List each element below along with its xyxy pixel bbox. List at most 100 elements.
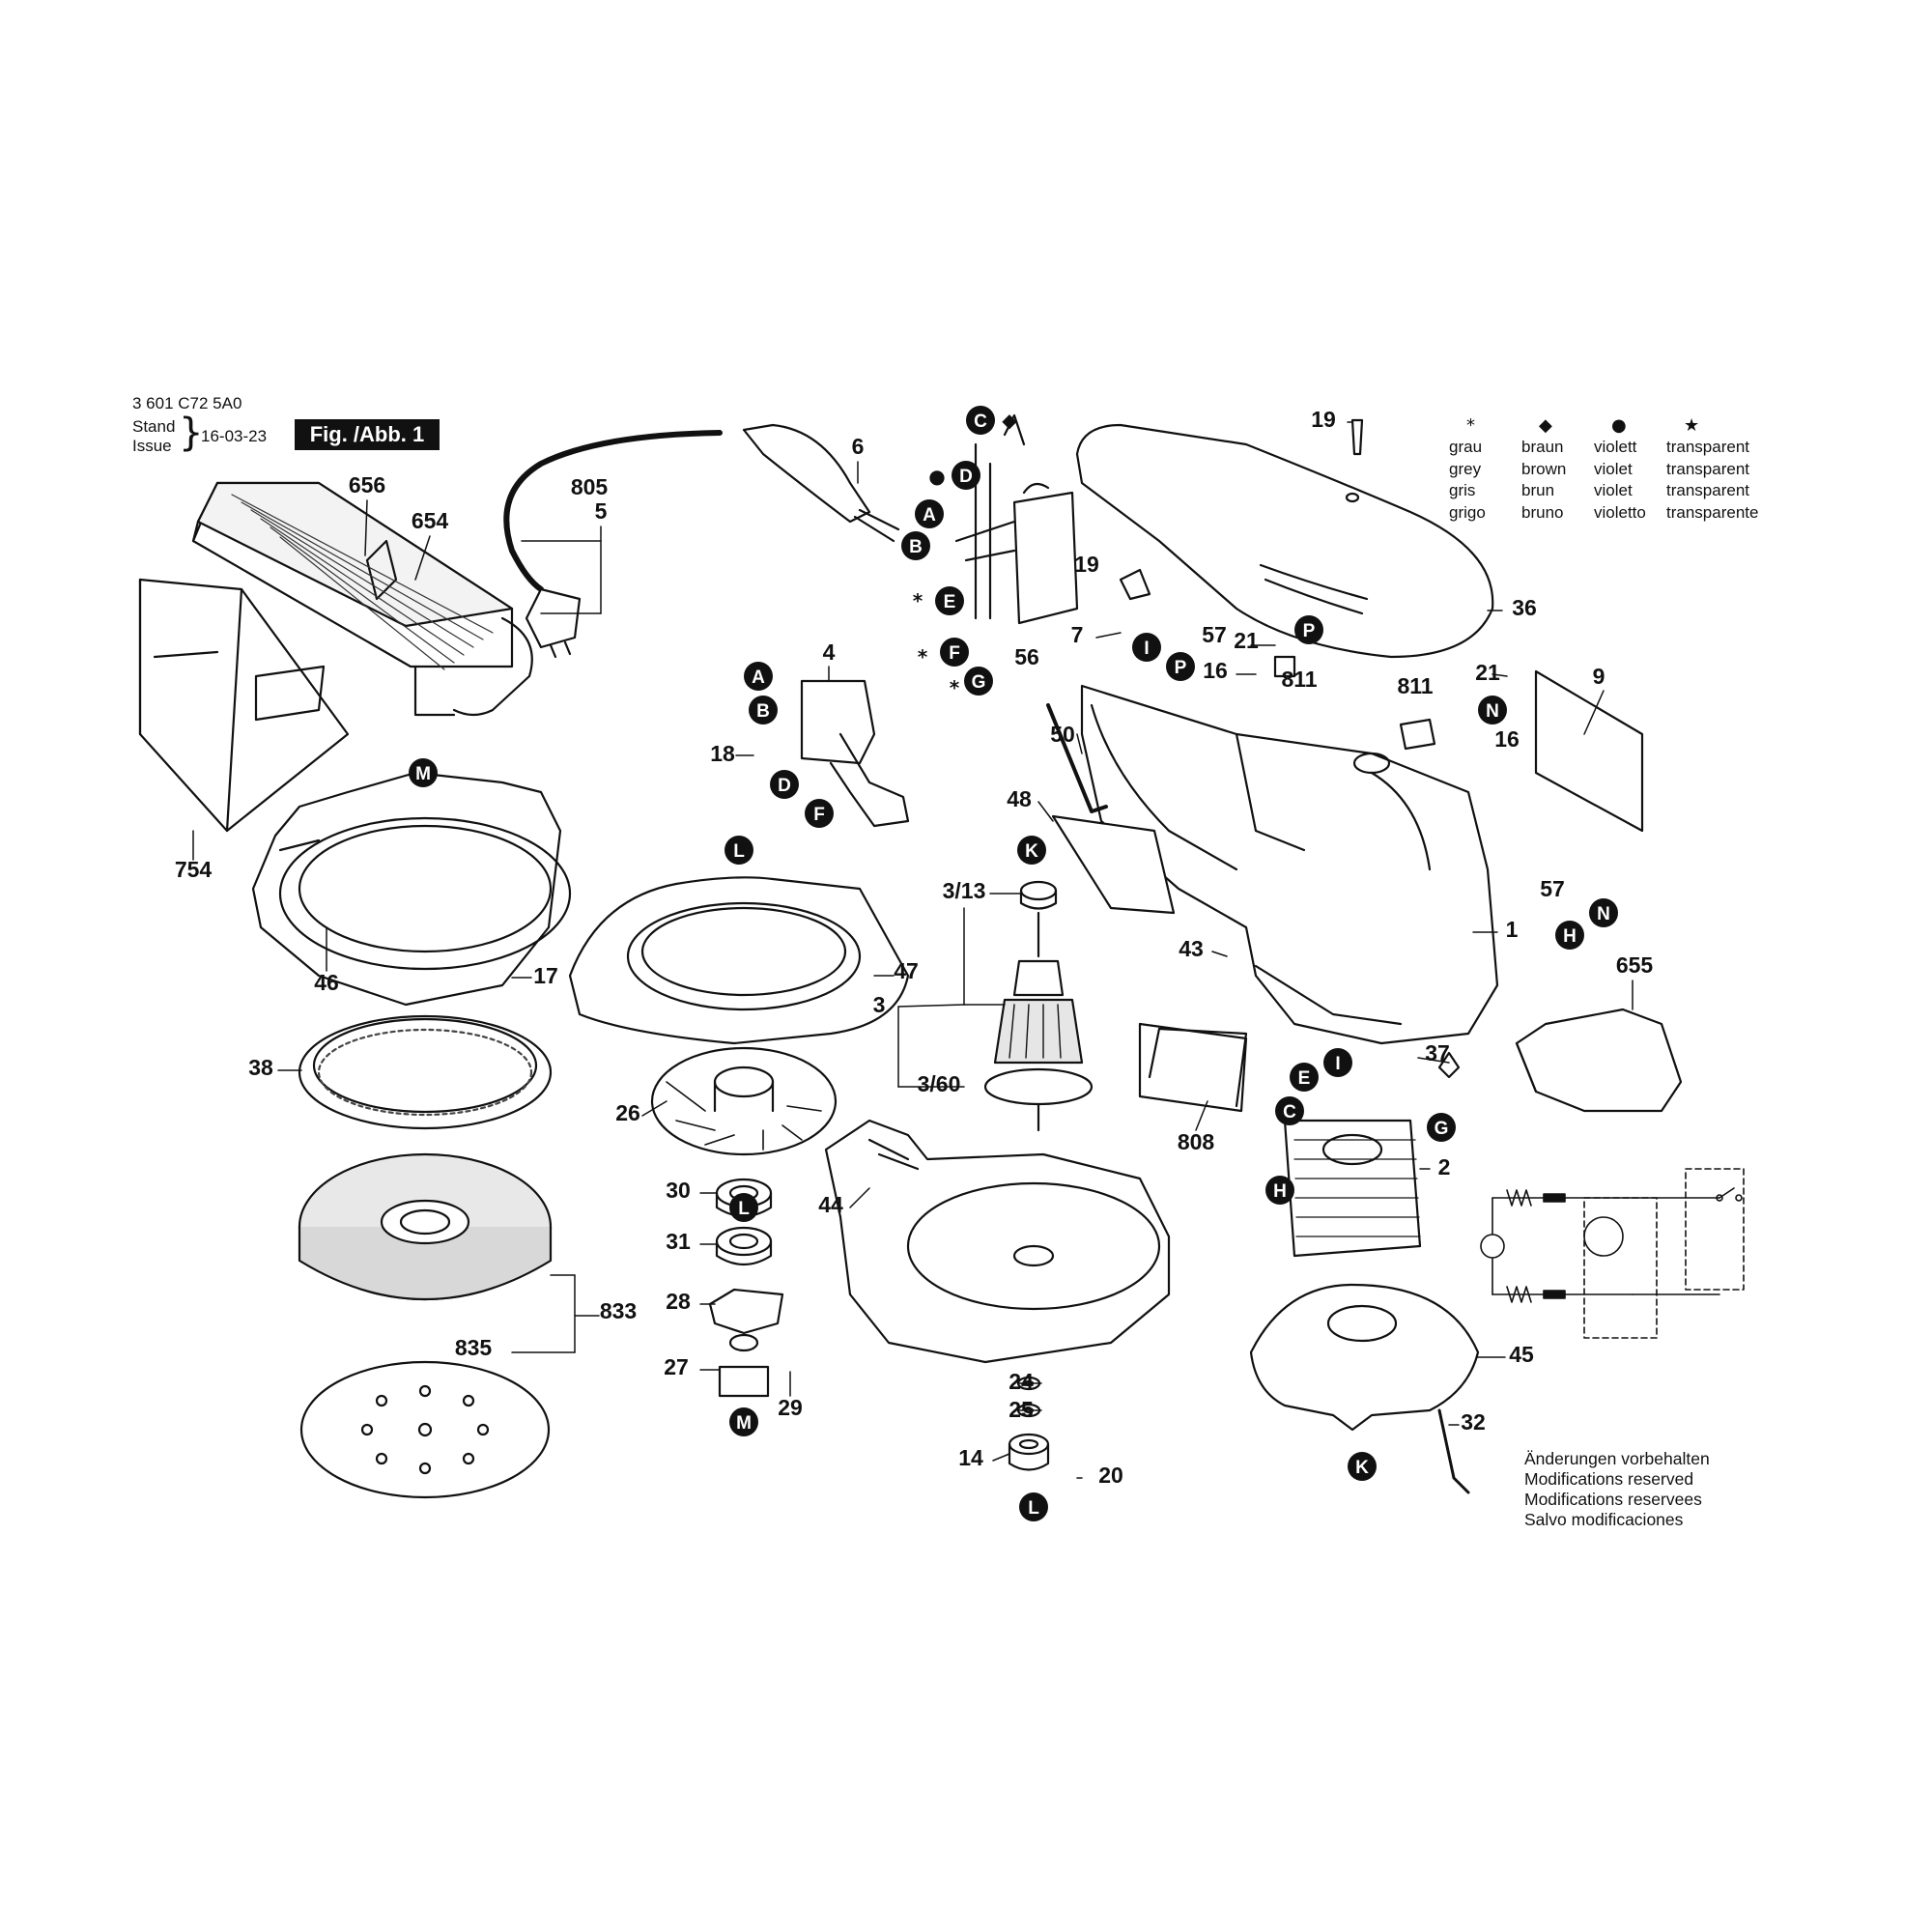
part-number-655: 655 — [1616, 952, 1654, 978]
stand-label: Stand — [132, 417, 176, 436]
connector-callout-d: D — [770, 770, 799, 799]
part-number-18: 18 — [710, 741, 735, 766]
part-number-835: 835 — [455, 1335, 493, 1360]
connector-callout-c: C — [966, 406, 995, 435]
fan-guard-drawing — [568, 876, 910, 1045]
connector-callout-m: M — [729, 1407, 758, 1436]
fan-drawing — [650, 1046, 838, 1156]
connector-callout-b: B — [901, 531, 930, 560]
part-number-6: 6 — [852, 434, 865, 459]
svg-text:F: F — [813, 805, 825, 825]
part-number-24: 24 — [1009, 1369, 1034, 1394]
base-drawing — [824, 1119, 1171, 1364]
svg-text:B: B — [909, 537, 923, 557]
field-coil-drawing — [1283, 1119, 1422, 1258]
legend-symbol-brown: ◆ — [1539, 415, 1552, 436]
part-number-19: 19 — [1074, 552, 1099, 577]
leader-line — [641, 1100, 668, 1117]
part-number-50: 50 — [1050, 722, 1075, 747]
connector-callout-l: L — [1019, 1492, 1048, 1521]
note-line: Modifications reserved — [1524, 1469, 1694, 1489]
svg-text:L: L — [1028, 1498, 1039, 1519]
part-number-26: 26 — [615, 1100, 640, 1125]
doc-number: 3 601 C72 5A0 — [132, 394, 242, 412]
part-number-811: 811 — [1397, 673, 1433, 698]
leader-line — [364, 499, 368, 556]
plug-drawing — [1515, 1008, 1683, 1113]
switch-drawing — [800, 679, 910, 828]
brace-icon: } — [179, 411, 204, 455]
dust-hood-drawing — [251, 771, 572, 1007]
svg-text:K: K — [1025, 841, 1038, 862]
legend-label: grigo — [1449, 502, 1486, 522]
leader-line — [1583, 690, 1605, 735]
part-number-57: 57 — [1202, 622, 1227, 647]
wire-color-marker-star: * — [950, 676, 960, 699]
connector-callout-l: L — [729, 1193, 758, 1222]
part-number-16: 16 — [1203, 658, 1228, 683]
svg-text:N: N — [1597, 904, 1610, 924]
leader-line — [897, 1004, 965, 1008]
svg-text:N: N — [1486, 701, 1499, 722]
circuit-diagram — [1480, 1168, 1745, 1339]
part-number-1: 1 — [1506, 917, 1519, 942]
svg-text:M: M — [415, 764, 431, 784]
part-number-29: 29 — [778, 1395, 803, 1420]
svg-text:M: M — [736, 1413, 752, 1434]
leader-line — [992, 1453, 1010, 1462]
leader-line — [1095, 632, 1122, 639]
part-number-25: 25 — [1009, 1397, 1034, 1422]
part-number-20: 20 — [1098, 1463, 1123, 1488]
part-number-16: 16 — [1494, 726, 1520, 752]
legend-label: braun — [1521, 438, 1564, 456]
part-number-30: 30 — [666, 1178, 691, 1203]
leader-line — [1076, 733, 1083, 754]
svg-text:A: A — [752, 668, 765, 688]
connector-callout-e: E — [1290, 1063, 1319, 1092]
legend-symbol-violet: ● — [1611, 415, 1627, 436]
leader-line — [1492, 673, 1508, 677]
part-number-46: 46 — [314, 970, 339, 995]
svg-text:I: I — [1144, 639, 1149, 659]
brush-ring-drawing — [298, 1014, 553, 1130]
note-line: Modifications reservees — [1524, 1490, 1702, 1509]
issue-date: 16-03-23 — [201, 427, 268, 445]
top-cover-drawing — [1075, 423, 1494, 659]
wire-color-marker-dot: ● — [928, 465, 945, 488]
labels-drawing — [1148, 1027, 1248, 1108]
leader-line — [1211, 951, 1228, 957]
svg-text:G: G — [972, 672, 986, 693]
legend-label: violet — [1594, 481, 1633, 499]
legend-label: transparent — [1666, 459, 1749, 478]
part-number-48: 48 — [1007, 786, 1032, 811]
note-line: Änderungen vorbehalten — [1524, 1449, 1710, 1468]
part-number-19: 19 — [1311, 407, 1336, 432]
bearings-drawing — [708, 1178, 784, 1398]
part-number-37: 37 — [1425, 1040, 1450, 1065]
svg-text:C: C — [1283, 1102, 1296, 1122]
legend-label: grey — [1449, 459, 1482, 478]
connector-callout-l: L — [724, 836, 753, 865]
sanding-sheet-drawing — [299, 1360, 551, 1499]
part-number-36: 36 — [1512, 595, 1537, 620]
connector-callout-g: G — [1427, 1113, 1456, 1142]
legend-label: brun — [1521, 481, 1555, 499]
connector-callout-g: G — [964, 667, 993, 696]
part-number-754: 754 — [175, 857, 213, 882]
legend-label: violet — [1594, 459, 1633, 478]
part-number-44: 44 — [818, 1192, 843, 1217]
legend-label: transparent — [1666, 481, 1749, 499]
connector-callout-n: N — [1589, 898, 1618, 927]
part-number-654: 654 — [412, 508, 449, 533]
part-number-14: 14 — [958, 1445, 983, 1470]
part-number-808: 808 — [1178, 1129, 1215, 1154]
part-number-3-60: 3/60 — [918, 1071, 961, 1096]
svg-text:L: L — [738, 1199, 750, 1219]
small-parts-drawing — [1046, 418, 1470, 1494]
part-number-28: 28 — [666, 1289, 691, 1314]
legend-label: violett — [1594, 438, 1637, 456]
svg-text:D: D — [778, 776, 791, 796]
leader-line — [1037, 801, 1054, 822]
svg-text:E: E — [1298, 1068, 1311, 1089]
